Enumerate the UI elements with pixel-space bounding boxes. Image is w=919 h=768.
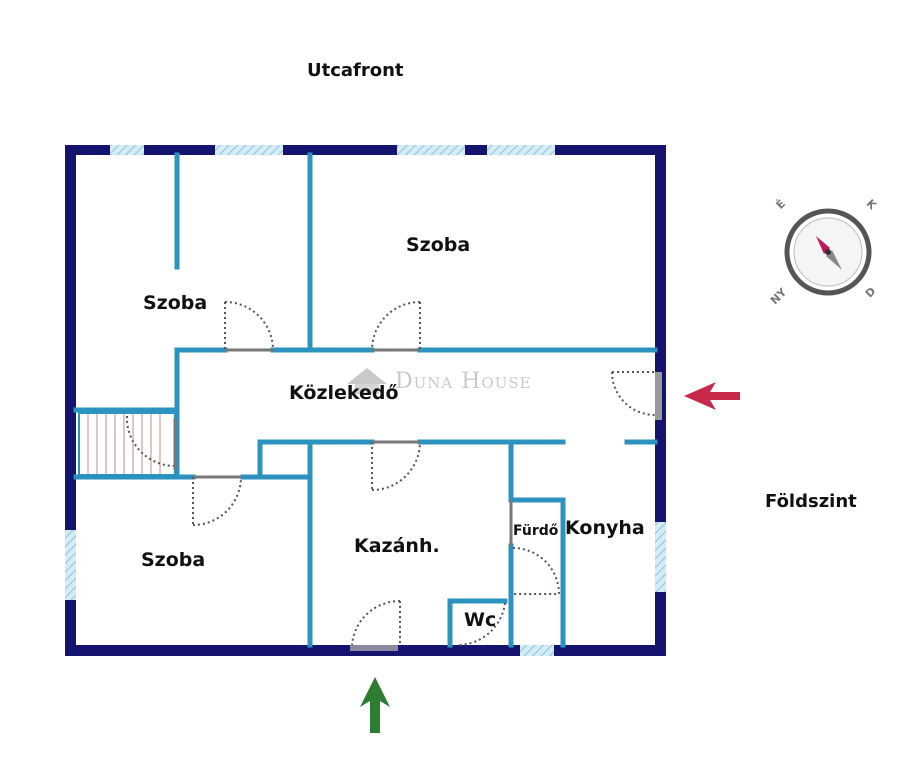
side-arrow-icon <box>360 677 390 733</box>
room-label-top-right: Szoba <box>406 234 471 256</box>
doors <box>125 301 656 647</box>
door-leaves <box>173 348 513 546</box>
kitchen-label: Konyha <box>565 517 645 539</box>
room-label-bottom-left: Szoba <box>141 549 206 571</box>
watermark: Duna House <box>345 366 532 396</box>
boiler-room-label: Kazánh. <box>354 535 440 557</box>
entry-arrow-icon <box>684 382 740 410</box>
interior-walls <box>73 152 658 648</box>
street-front-label: Utcafront <box>307 60 404 81</box>
watermark-logo-icon <box>347 368 387 394</box>
bathroom-label: Fürdő <box>513 523 559 539</box>
wc-label: Wc <box>464 609 497 631</box>
floor-level-label: Földszint <box>765 491 857 512</box>
staircase <box>78 412 176 476</box>
windows <box>65 145 666 656</box>
compass <box>784 208 872 296</box>
corridor-label: Közlekedő <box>289 382 399 404</box>
room-label-top-left: Szoba <box>143 292 208 314</box>
watermark-text: Duna House <box>395 368 532 394</box>
compass-needle-south-icon <box>826 250 842 270</box>
